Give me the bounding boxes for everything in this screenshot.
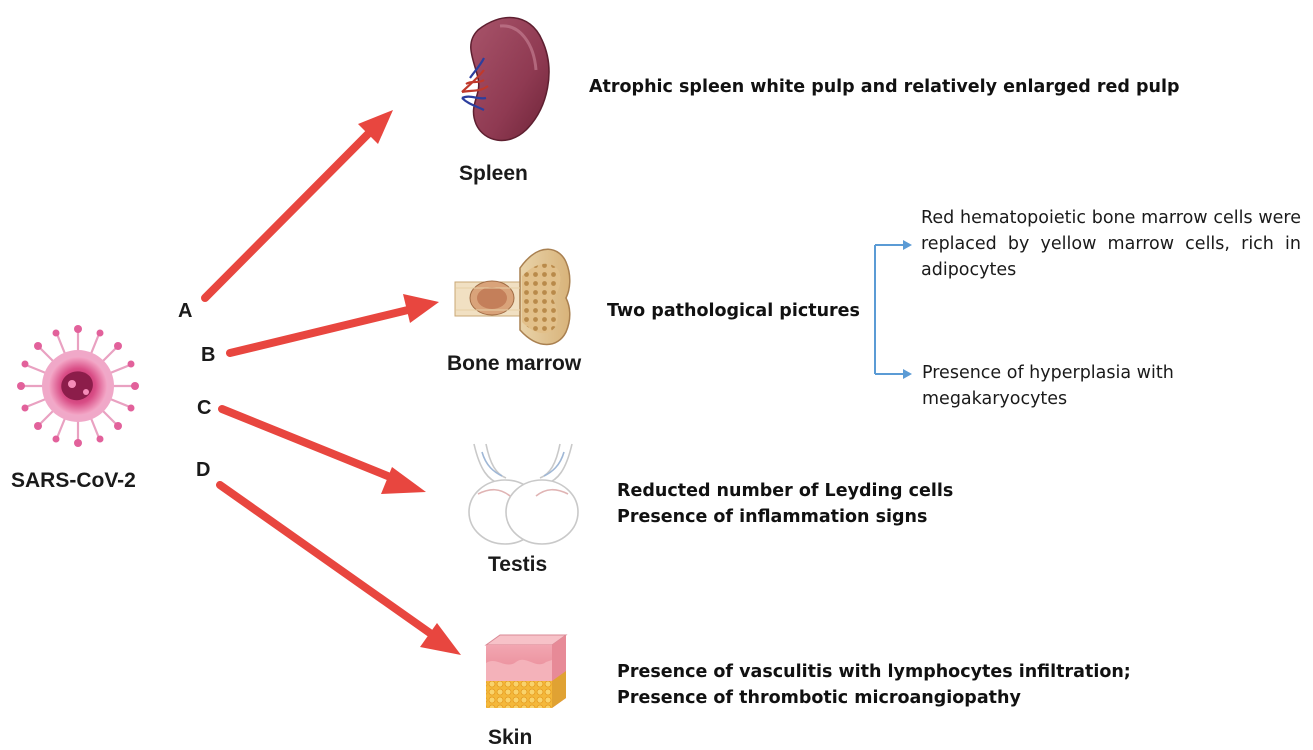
sub-finding-hyperplasia: Presence of hyperplasia with megakaryocy… <box>922 360 1222 412</box>
finding-testis-2: Presence of inflammation signs <box>617 505 927 530</box>
spleen-icon <box>462 18 549 141</box>
arrow-c <box>222 409 426 494</box>
skin-icon <box>486 635 566 708</box>
finding-skin-2: Presence of thrombotic microangiopathy <box>617 686 1021 711</box>
finding-spleen: Atrophic spleen white pulp and relativel… <box>589 75 1180 100</box>
finding-testis-1: Reducted number of Leyding cells <box>617 479 953 504</box>
organ-label-bone-marrow: Bone marrow <box>447 352 581 376</box>
arrow-a <box>205 110 393 298</box>
arrow-d <box>220 485 461 655</box>
sub-finding-yellow-marrow: Red hematopoietic bone marrow cells were… <box>921 205 1301 283</box>
virus-icon <box>17 325 139 447</box>
finding-skin-1: Presence of vasculitis with lymphocytes … <box>617 660 1131 685</box>
arrow-b <box>230 294 439 353</box>
branch-letter-a: A <box>178 300 192 323</box>
bone-marrow-icon <box>455 249 570 344</box>
branch-letter-b: B <box>201 344 215 367</box>
branch-letter-c: C <box>197 397 211 420</box>
bracket-arrows <box>875 240 912 379</box>
branch-letter-d: D <box>196 459 210 482</box>
testis-icon <box>469 444 578 544</box>
organ-label-spleen: Spleen <box>459 162 528 186</box>
organ-label-testis: Testis <box>488 553 547 577</box>
organ-label-skin: Skin <box>488 726 532 750</box>
finding-bone-marrow: Two pathological pictures <box>607 299 860 324</box>
source-label: SARS-CoV-2 <box>11 469 136 493</box>
